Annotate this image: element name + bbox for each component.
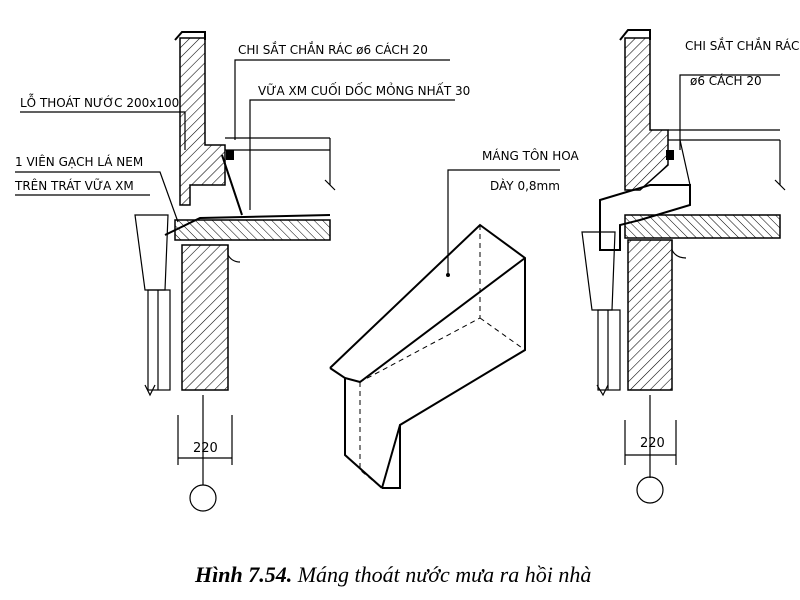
- right-roof-slab: [624, 214, 781, 239]
- caption-text: Máng thoát nước mưa ra hồi nhà: [292, 562, 591, 587]
- label-left-grille: CHI SẮT CHẮN RÁC ø6 CÁCH 20: [238, 41, 428, 57]
- left-parapet-wall: [179, 37, 226, 206]
- label-gutter-1: MÁNG TÔN HOA: [482, 148, 579, 163]
- right-detail: 220: [581, 29, 786, 504]
- label-left-tile-1: 1 VIÊN GẠCH LÁ NEM: [15, 154, 143, 169]
- label-gutter-2: DÀY 0,8mm: [490, 178, 560, 193]
- label-left-tile-2: TRÊN TRÁT VỮA XM: [14, 178, 134, 193]
- label-left-screed: VỮA XM CUỐI DỐC MỎNG NHẤT 30: [258, 82, 470, 98]
- left-dimension: 220: [193, 441, 218, 456]
- figure-caption: Hình 7.54. Máng thoát nước mưa ra hồi nh…: [194, 562, 591, 587]
- right-dimension: 220: [640, 436, 665, 451]
- left-roof-slab: [174, 219, 331, 241]
- left-detail: 220: [15, 31, 455, 512]
- left-lower-wall: [181, 244, 229, 391]
- label-right-grille-2: ø6 CÁCH 20: [690, 73, 762, 88]
- label-right-grille-1: CHI SẮT CHẮN RÁC: [685, 37, 799, 53]
- right-axis-bubble: [636, 476, 664, 504]
- left-axis-bubble: [189, 484, 217, 512]
- right-parapet-wall: [624, 37, 669, 191]
- label-left-outlet: LỖ THOÁT NƯỚC 200x100: [20, 93, 179, 110]
- center-gutter: [329, 169, 560, 489]
- caption-number: Hình 7.54.: [194, 562, 292, 587]
- right-lower-wall: [627, 239, 673, 391]
